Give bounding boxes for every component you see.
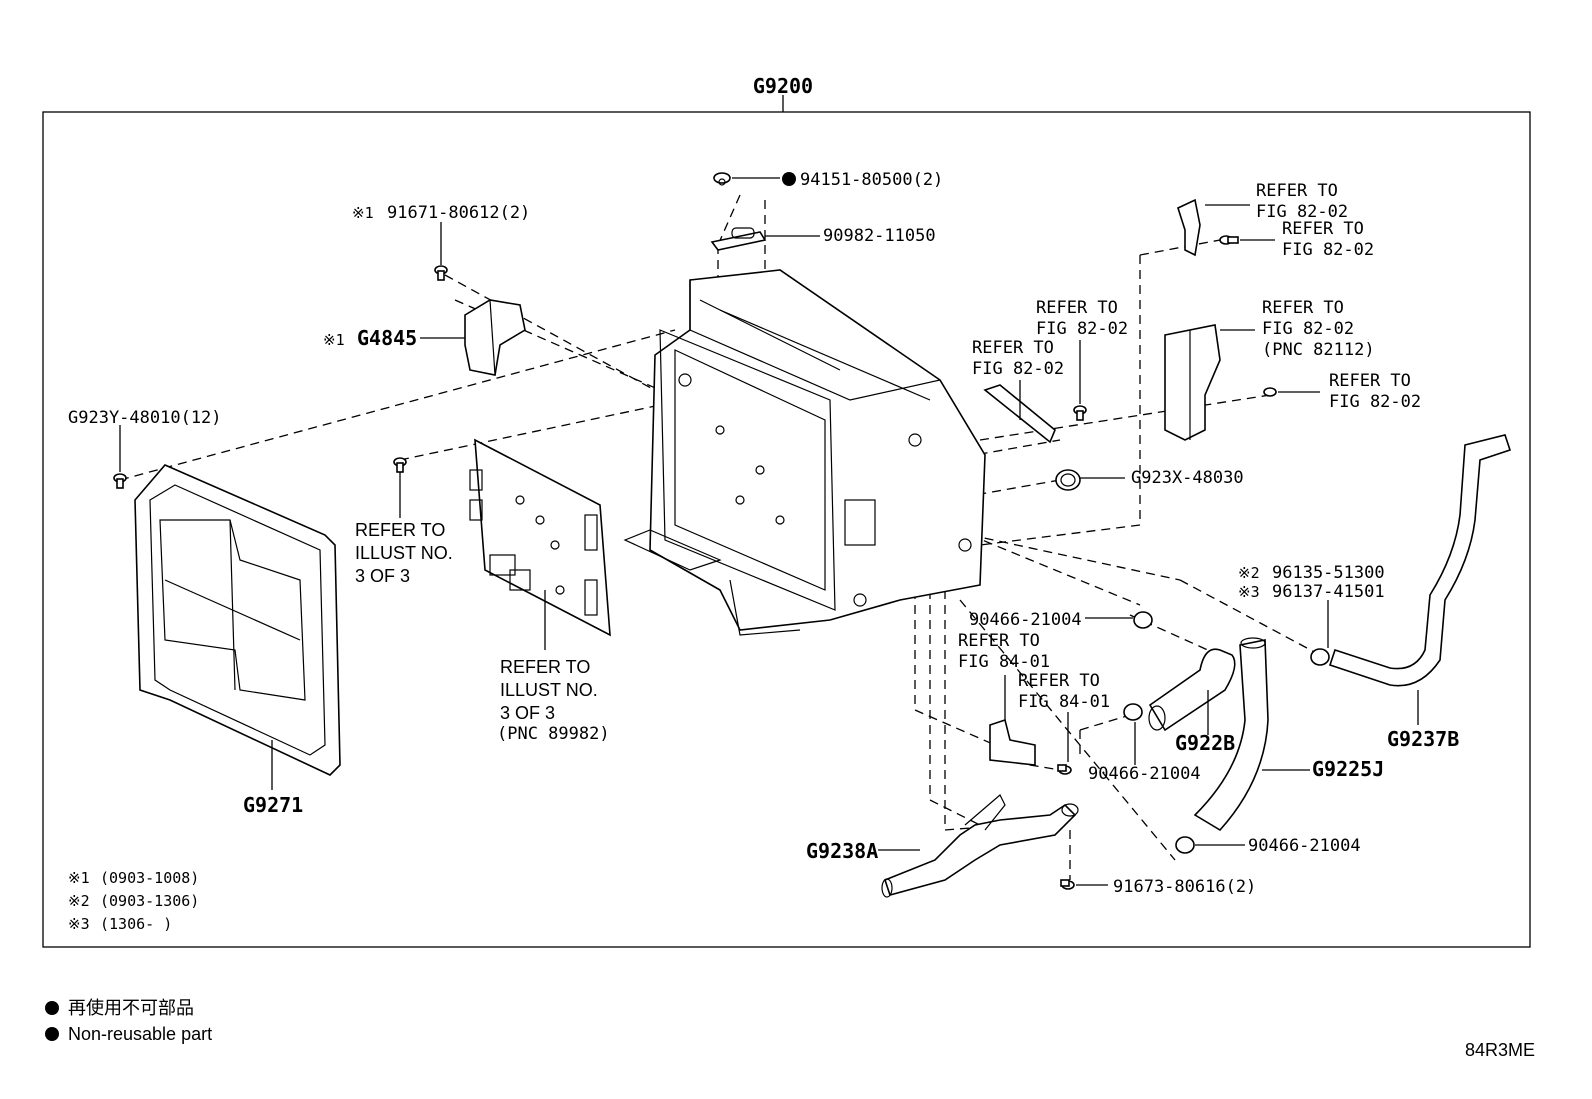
refer-7-line2: FIG 84-01 (958, 652, 1050, 672)
refer-7-line1: REFER TO (958, 631, 1040, 651)
label-90466-b: 90466-21004 (1088, 764, 1201, 784)
legend-bullet-jp (45, 1001, 59, 1015)
figure-code: 84R3ME (1465, 1040, 1535, 1060)
hose-clamp-b (1123, 703, 1143, 721)
refer-illust-2-line3: 3 OF 3 (500, 703, 555, 723)
cover-g4845 (464, 299, 526, 376)
note-2-range: (0903-1306) (100, 892, 199, 910)
non-reusable-marker (782, 172, 796, 186)
refer-3-line2: FIG 82-02 (1036, 319, 1128, 339)
refer-6-line2: FIG 82-02 (1329, 392, 1421, 412)
assembly-frame (42, 111, 1531, 948)
label-90466-c: 90466-21004 (1248, 836, 1361, 856)
note-mark-96135: ※2 (1238, 564, 1260, 582)
label-g923x: G923X-48030 (1131, 468, 1244, 488)
note-mark-96137: ※3 (1238, 583, 1260, 601)
refer-illust-2-line2: ILLUST NO. (500, 680, 598, 700)
inverter-housing (623, 269, 986, 636)
note-mark-g4845: ※1 (323, 331, 345, 349)
label-91671: 91671-80612(2) (387, 203, 530, 223)
refer-illust-2-line4: (PNC 89982) (497, 724, 610, 744)
hose-clamp-d (1310, 648, 1330, 666)
refer-3-line1: REFER TO (1036, 298, 1118, 318)
bolt-91671 (434, 265, 448, 281)
assembly-label: G9200 (753, 74, 813, 98)
hose-g922b (1148, 648, 1236, 732)
refer-illust-1-line1: REFER TO (355, 520, 445, 540)
label-g9225j: G9225J (1312, 757, 1384, 781)
refer-5-line2: FIG 82-02 (1262, 319, 1354, 339)
note-1-range: (0903-1008) (100, 869, 199, 887)
sensor-bracket (1164, 324, 1221, 441)
note-2-mark: ※2 (68, 892, 90, 910)
refer-2-line1: REFER TO (1282, 219, 1364, 239)
refer-illust-1-line3: 3 OF 3 (355, 566, 410, 586)
bolt-top-right (1219, 235, 1239, 245)
top-bracket (710, 227, 767, 251)
bolt-91673 (1060, 879, 1075, 890)
note-1-mark: ※1 (68, 869, 90, 887)
label-g4845: G4845 (357, 326, 417, 350)
label-96137: 96137-41501 (1272, 582, 1385, 602)
pipe-g9238a (881, 794, 1079, 898)
hose-g9225j (1193, 637, 1269, 832)
label-g9238a: G9238A (806, 839, 878, 863)
legend-bullet-en (45, 1027, 59, 1041)
bolt-board (393, 457, 407, 473)
bracket-top-right (1177, 198, 1201, 257)
label-96135: 96135-51300 (1272, 563, 1385, 583)
refer-8-line1: REFER TO (1018, 671, 1100, 691)
refer-1-line2: FIG 82-02 (1256, 202, 1348, 222)
refer-8-line2: FIG 84-01 (1018, 692, 1110, 712)
label-g922b: G922B (1175, 731, 1235, 755)
bolt-84-01 (1057, 764, 1072, 775)
note-3-range: (1306- ) (100, 915, 172, 933)
legend-en: Non-reusable part (68, 1024, 212, 1044)
hose-clamp-a (1133, 611, 1153, 629)
bracket-84-01 (989, 718, 1036, 766)
label-g923y: G923Y-48010(12) (68, 408, 222, 428)
bolt-mid (1073, 405, 1087, 421)
small-nut-right (1263, 387, 1277, 397)
refer-4-line2: FIG 82-02 (972, 359, 1064, 379)
legend-jp: 再使用不可部品 (68, 998, 194, 1018)
circuit-board (469, 438, 611, 637)
label-g9271: G9271 (243, 793, 303, 817)
label-90466-a: 90466-21004 (969, 610, 1082, 630)
refer-2-line2: FIG 82-02 (1282, 240, 1374, 260)
label-g9237b: G9237B (1387, 727, 1459, 751)
refer-6-line1: REFER TO (1329, 371, 1411, 391)
refer-illust-2-line1: REFER TO (500, 657, 590, 677)
refer-4-line1: REFER TO (972, 338, 1054, 358)
label-91673: 91673-80616(2) (1113, 877, 1256, 897)
clamp-g923x (1055, 469, 1081, 491)
label-94151: 94151-80500(2) (800, 170, 943, 190)
refer-5-line1: REFER TO (1262, 298, 1344, 318)
hose-g9237b (1328, 434, 1512, 687)
label-90982: 90982-11050 (823, 226, 936, 246)
note-mark-91671: ※1 (352, 204, 374, 222)
refer-5-line3: (PNC 82112) (1262, 340, 1375, 360)
hose-clamp-c (1175, 836, 1195, 854)
refer-1-line1: REFER TO (1256, 181, 1338, 201)
note-3-mark: ※3 (68, 915, 90, 933)
top-nut (713, 172, 731, 186)
bolt-g923y (113, 473, 127, 489)
cover-plate-g9271 (134, 464, 341, 776)
refer-illust-1-line2: ILLUST NO. (355, 543, 453, 563)
